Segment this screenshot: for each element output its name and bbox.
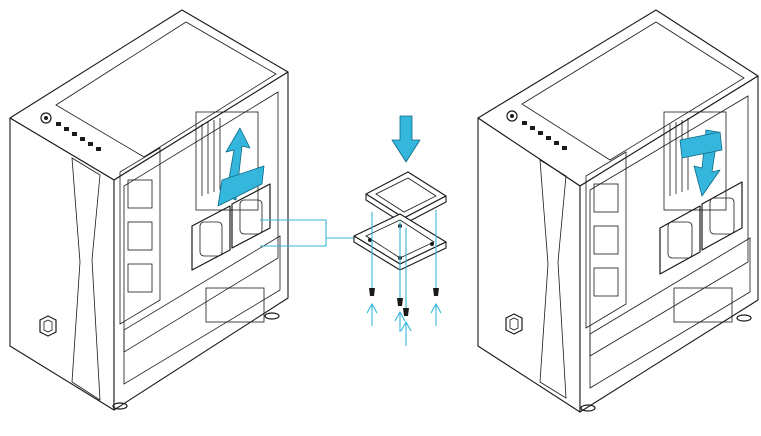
case-right-psu-shroud <box>589 237 751 389</box>
arrow-up-icon <box>217 127 265 207</box>
case-right-foot-rear <box>736 314 752 322</box>
screws <box>369 288 439 316</box>
case-left-psu <box>205 287 265 323</box>
case-right-front-accent <box>539 159 567 399</box>
case-left-drive-bay-1 <box>127 179 153 209</box>
hexagon-logo-icon <box>39 315 57 337</box>
case-left-side-frame <box>113 71 289 411</box>
arrow-down-icon <box>679 129 723 197</box>
case-left-front-io <box>40 112 101 151</box>
case-left-rear-area <box>195 111 259 211</box>
case-left-rear-fan-grill <box>201 118 221 196</box>
case-left-front-accent <box>71 157 101 401</box>
case-right-motherboard-tray <box>589 95 749 357</box>
case-right <box>477 9 759 413</box>
case-right-installed-bracket <box>659 181 743 275</box>
bracket-exploded-view <box>260 115 447 346</box>
case-right-drive-bay-3 <box>593 267 619 297</box>
arrow-down-icon <box>391 115 421 163</box>
case-right-drive-bay-1 <box>593 183 619 213</box>
case-left-psu-shroud <box>123 235 281 385</box>
case-left-drive-bay-2 <box>127 221 153 251</box>
case-right-foot <box>580 404 596 412</box>
callout-lines <box>260 219 356 247</box>
case-left <box>9 9 289 411</box>
case-right-drive-cage <box>585 151 627 329</box>
case-left-drive-bay-3 <box>127 263 153 293</box>
case-right-front-io <box>506 110 567 150</box>
radiator-plate <box>365 171 447 225</box>
case-left-foot-rear <box>264 312 280 320</box>
case-left-fan-mounts <box>191 183 271 271</box>
case-right-psu <box>673 287 733 323</box>
case-left-foot <box>112 402 128 410</box>
case-left-motherboard-tray <box>123 91 279 353</box>
case-right-top-glass <box>521 21 745 161</box>
case-left-top-glass <box>55 21 277 158</box>
case-right-rear-area <box>663 111 727 211</box>
hexagon-logo-icon <box>505 313 523 335</box>
screw-guide-lines <box>371 210 437 316</box>
case-left-drive-cage <box>119 147 161 325</box>
case-right-drive-bay-2 <box>593 225 619 255</box>
arrow-up-icon <box>366 302 442 346</box>
